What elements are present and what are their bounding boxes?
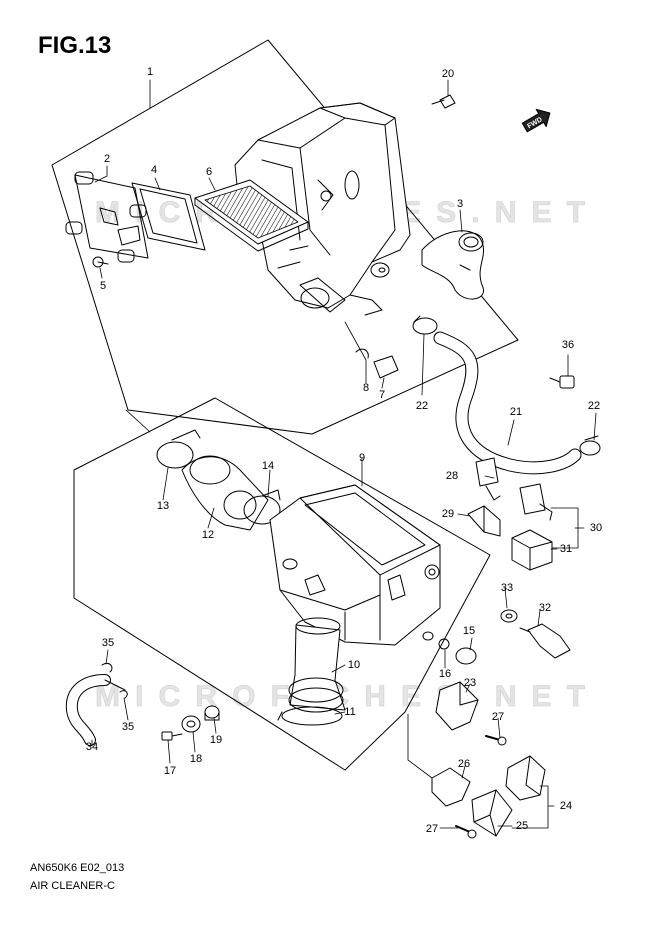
case-cover	[65, 171, 149, 263]
callout-2: 2	[103, 153, 111, 165]
callout-31: 31	[559, 543, 573, 555]
callout-4: 4	[150, 164, 158, 176]
callout-29: 29	[441, 508, 455, 520]
screw-27-upper	[485, 735, 507, 746]
screw-27-lower	[455, 825, 477, 839]
callout-20: 20	[441, 68, 455, 80]
callout-8: 8	[362, 382, 370, 394]
lower-group-frame	[73, 397, 491, 771]
hose-clamp-upper	[412, 315, 438, 335]
collar	[204, 705, 220, 721]
callout-24: 24	[559, 800, 573, 812]
callout-30: 30	[589, 522, 603, 534]
callout-34: 34	[85, 741, 99, 753]
leader-lines	[91, 79, 597, 829]
callout-21: 21	[509, 406, 523, 418]
callout-36: 36	[561, 339, 575, 351]
callout-3: 3	[456, 198, 464, 210]
air-cleaner-element	[194, 179, 309, 252]
callout-19: 19	[209, 734, 223, 746]
case-bolt	[161, 731, 183, 741]
callout-1: 1	[146, 66, 154, 78]
callout-35-lower: 35	[121, 721, 135, 733]
outlet-clamp	[156, 429, 201, 469]
callout-27-lower: 27	[425, 823, 439, 835]
callout-33: 33	[500, 582, 514, 594]
sensor-24	[505, 755, 546, 801]
callout-35-upper: 35	[101, 637, 115, 649]
drain-cap	[373, 355, 399, 379]
callout-12: 12	[201, 529, 215, 541]
mounting-bolt	[431, 94, 456, 109]
sensor-30	[519, 483, 553, 521]
upper-group-frame	[51, 39, 519, 435]
callout-28: 28	[445, 470, 459, 482]
callout-22-right: 22	[587, 400, 601, 412]
bracket-29	[467, 505, 501, 537]
case-gasket	[131, 182, 206, 251]
callout-7: 7	[378, 389, 386, 401]
callout-6: 6	[205, 166, 213, 178]
callout-10: 10	[347, 659, 361, 671]
plug-washer	[438, 638, 450, 650]
callout-16: 16	[438, 668, 452, 680]
drain-clamp-lower	[119, 690, 128, 699]
callout-25: 25	[515, 820, 529, 832]
callout-9: 9	[358, 452, 366, 464]
callout-5: 5	[99, 280, 107, 292]
bracket-25	[471, 789, 513, 837]
callout-18: 18	[189, 753, 203, 765]
figure-caption: AIR CLEANER-C	[30, 880, 115, 892]
drain-hose	[65, 674, 126, 746]
sensor-washer	[500, 609, 518, 623]
callout-22-upper: 22	[415, 400, 429, 412]
hose-clamp-right	[579, 435, 601, 456]
fwd-arrow-icon: FWD	[521, 108, 551, 133]
callout-27-upper: 27	[491, 711, 505, 723]
figure-code: AN650K6 E02_013	[30, 862, 125, 874]
callout-23: 23	[463, 677, 477, 689]
callout-14: 14	[261, 460, 275, 472]
callout-11: 11	[344, 706, 356, 718]
intake-duct	[288, 617, 346, 713]
clamp-26	[431, 767, 471, 807]
callout-13: 13	[156, 500, 170, 512]
callout-32: 32	[538, 602, 552, 614]
temperature-sensor	[519, 623, 571, 659]
breather-hose	[433, 331, 582, 475]
figure-title: FIG.13	[38, 32, 112, 59]
fwd-label: FWD	[526, 116, 543, 130]
sensor-28	[475, 457, 501, 501]
callout-15: 15	[462, 625, 476, 637]
tube-clamp	[243, 489, 281, 525]
outlet-tube	[181, 455, 269, 531]
callout-26: 26	[457, 758, 471, 770]
drain-plug	[455, 647, 477, 665]
cover-screw	[92, 256, 109, 268]
air-cleaner-case-lower	[269, 484, 441, 646]
drain-clamp-upper	[101, 662, 113, 673]
bracket-31	[511, 529, 553, 571]
bracket-bolt	[549, 375, 575, 389]
callout-17: 17	[163, 765, 177, 777]
duct-clamp	[277, 706, 343, 726]
outlet-hose	[421, 230, 485, 300]
cushion	[181, 715, 201, 733]
clamp-23	[435, 681, 479, 731]
drain-clamp	[355, 348, 369, 359]
